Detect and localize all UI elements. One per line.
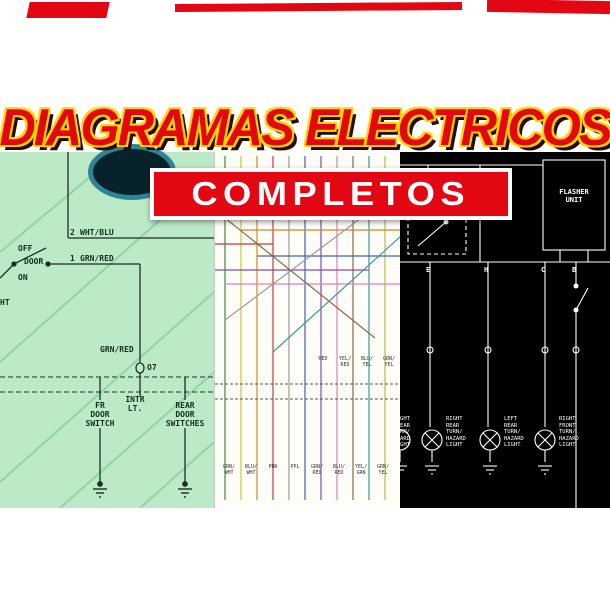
lamp-label-right-rear: RIGHT REAR TURN/ HAZARD LIGHT <box>446 416 466 449</box>
connector-row-dashes <box>215 383 401 400</box>
ground-symbol-fr <box>93 488 107 498</box>
inline-connectors <box>426 346 580 354</box>
switch-arm <box>575 287 589 311</box>
lamp-icon-clipped-edge <box>400 429 411 471</box>
flasher-unit-box <box>542 159 606 251</box>
wire-color-label: GRN/ WHT <box>222 464 236 476</box>
pin2-wire-label: WHT/BLU <box>80 228 114 237</box>
switch-on-label: ON <box>18 273 28 282</box>
wire-color-label: BLU/ WHT <box>244 464 258 476</box>
red-fragment-left <box>26 2 110 18</box>
wire-color-label: GRN/ YEL <box>376 464 390 476</box>
relay-arm <box>417 221 447 247</box>
relay-box <box>407 213 467 255</box>
harness-dividers <box>0 376 214 393</box>
completos-banner-label: COMPLETOS <box>191 175 471 212</box>
connector-o7-symbol <box>135 362 145 374</box>
lamp-label-right-front: RIGHT FRONT TURN/ HAZARD LIGHT <box>559 416 579 449</box>
lamp-icon-right-front <box>534 429 556 475</box>
pin1-label: 1 <box>70 254 75 263</box>
lamp-icon-right-rear <box>421 429 443 475</box>
wiring-lines <box>0 152 214 498</box>
door-switch-symbol <box>11 247 51 267</box>
wire-color-label: GRN/ RED <box>310 464 324 476</box>
switch-arm <box>13 247 47 265</box>
wire-color-label: PPL <box>290 464 300 470</box>
wire-color-label: RED <box>318 356 328 362</box>
terminal-b-label: B <box>572 266 577 274</box>
terminal-e-label: E <box>426 266 431 274</box>
wire-color-label: PNK <box>268 464 278 470</box>
rear-door-switch-wire <box>182 377 188 487</box>
switch-door-label: DOOR <box>24 257 44 266</box>
left-wiring-drawing <box>0 152 214 508</box>
fr-door-switch-label: FR DOOR SWITCH <box>85 401 115 429</box>
hazard-switch-symbol <box>573 262 589 508</box>
switch-off-label: OFF <box>18 244 33 253</box>
terminal-h-label: H <box>484 266 489 274</box>
wire-color-label: YEL/ RED <box>338 356 352 368</box>
lamp-icon-left-rear <box>479 429 501 475</box>
intr-lt-label: INTR LT. <box>125 395 145 414</box>
connector-o7-label: O7 <box>147 363 157 372</box>
fr-door-switch-wire <box>97 377 103 487</box>
mid-wire-label: GRN/RED <box>100 345 134 354</box>
flasher-unit-label: FLASHER UNIT <box>559 188 589 205</box>
terminal-c-label: C <box>541 266 546 274</box>
red-fragment-right <box>486 0 610 15</box>
completos-banner: COMPLETOS <box>150 168 512 220</box>
page-title: DIAGRAMAS ELECTRICOS <box>0 99 610 157</box>
clipped-light-label: HT <box>0 298 10 307</box>
pin2-label: 2 <box>70 228 75 237</box>
red-fragment-middle <box>174 1 463 13</box>
rear-door-switches-label: REAR DOOR SWITCHES <box>165 401 205 429</box>
switch-lead <box>0 263 15 279</box>
lamp-label-clipped-edge: RIGHT REAR TURN/ HAZARD LIGHT <box>400 416 410 449</box>
wire-color-label: GRN/ YEL <box>382 356 396 368</box>
ground-symbol-rear <box>178 488 192 498</box>
wire-color-label: YEL/ GRN <box>354 464 368 476</box>
lamp-label-left-rear: LEFT REAR TURN/ HAZARD LIGHT <box>504 416 524 449</box>
pin1-wire-label: GRN/RED <box>80 254 114 263</box>
wire-color-label: BLU/ YEL <box>360 356 374 368</box>
wire-color-label: BLU/ RED <box>332 464 346 476</box>
